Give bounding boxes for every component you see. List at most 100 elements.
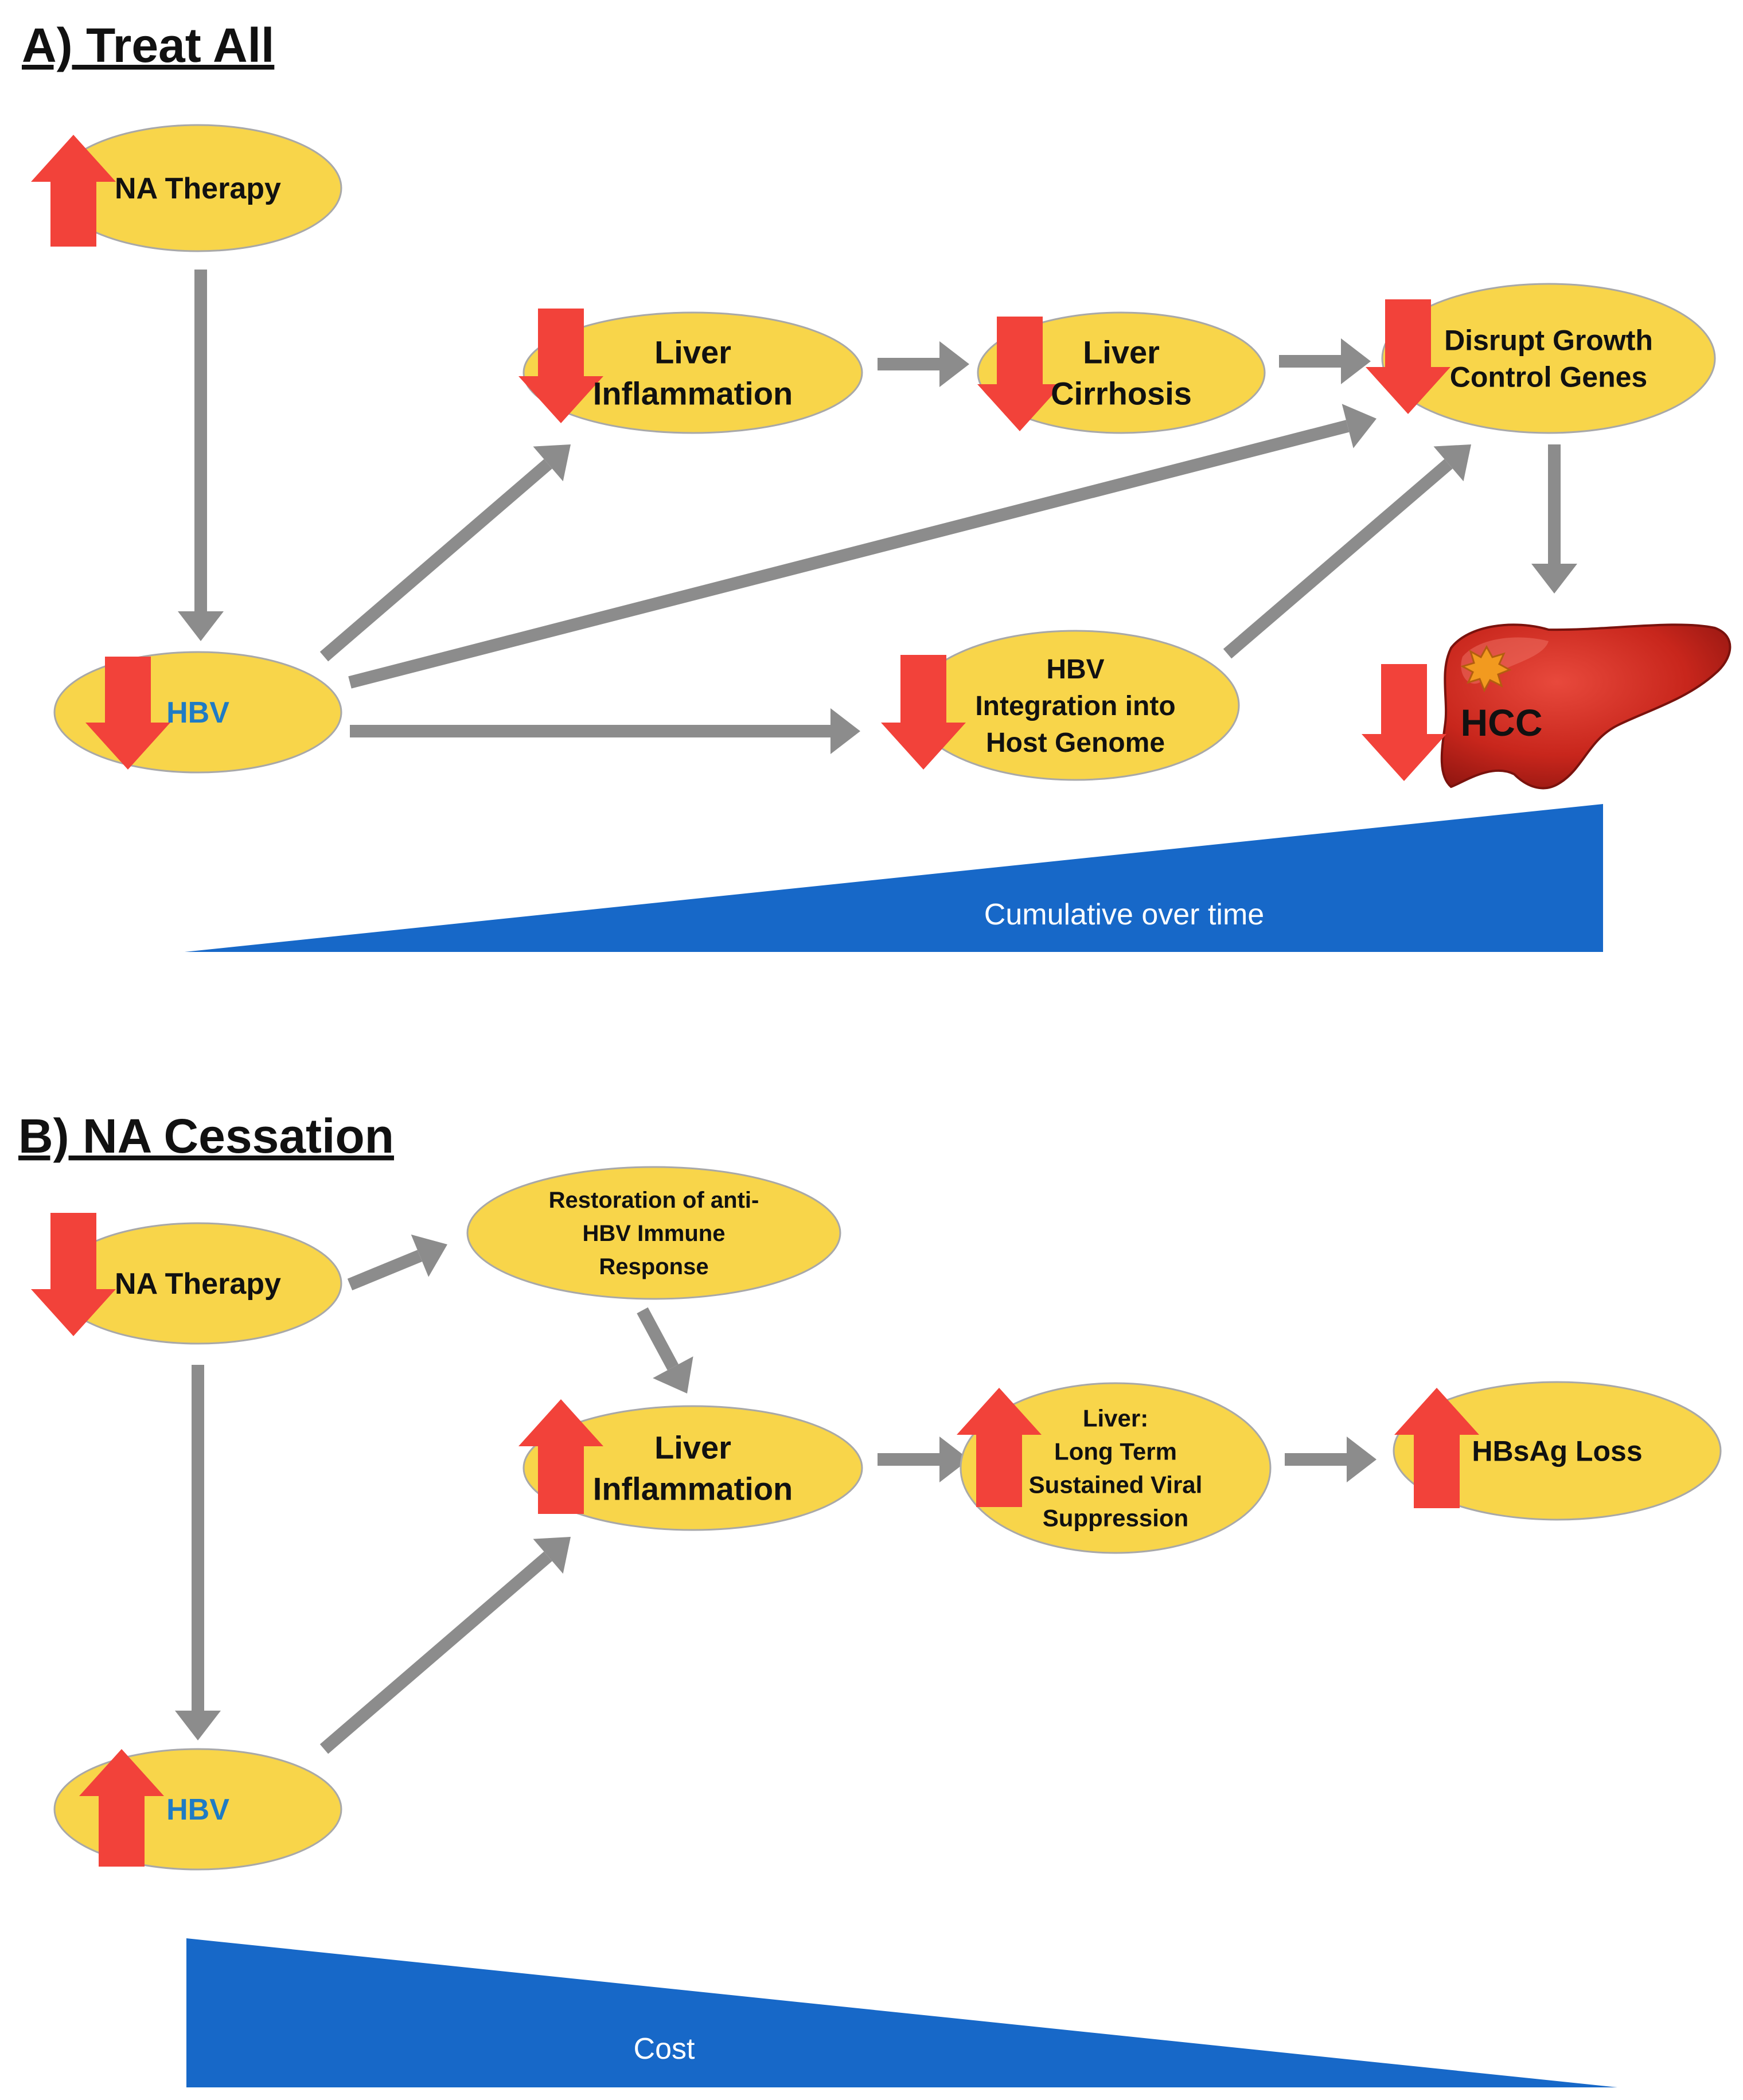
decrease-arrow-icon	[518, 309, 603, 423]
arrow-head	[1433, 444, 1471, 482]
arrow-hbv-to-inflammation	[319, 444, 571, 662]
arrow-shaft	[347, 1250, 423, 1291]
a-hbv-node: HBV	[53, 651, 342, 774]
arrow-hbv-to-inflammation-b	[319, 1537, 571, 1754]
cumulative-over-time-wedge	[185, 804, 1603, 952]
decrease-arrow-icon	[1366, 299, 1450, 414]
b-hbv-node: HBV	[53, 1748, 342, 1871]
arrow-head	[1342, 404, 1377, 448]
decrease-arrow-icon	[31, 1213, 116, 1336]
arrow-head	[533, 1537, 571, 1574]
node-label-line: Control Genes	[1450, 361, 1647, 393]
node-ellipse	[522, 1405, 863, 1531]
arrow-shaft	[348, 420, 1350, 689]
node-label-line: Inflammation	[593, 1471, 793, 1507]
cumulative-wedges: Cumulative over time Cost	[185, 804, 1617, 2087]
arrow-hbv-to-disrupt	[348, 404, 1377, 689]
node-label-line: NA Therapy	[115, 1267, 281, 1301]
cost-wedge	[186, 1938, 1617, 2087]
increase-arrow-icon	[518, 1399, 603, 1514]
liver-shape	[1440, 623, 1732, 790]
increase-arrow-icon	[957, 1388, 1042, 1507]
decrease-arrow-icon	[881, 655, 966, 770]
arrow-shaft	[637, 1307, 679, 1371]
node-label-line: HBV Immune	[583, 1221, 726, 1246]
node-label-line: HBV	[166, 696, 229, 729]
cost-label: Cost	[634, 2032, 695, 2066]
arrow-head	[1347, 1437, 1377, 1482]
arrow-head	[653, 1356, 693, 1394]
node-label-line: Liver:	[1083, 1405, 1148, 1432]
liver-icon	[1440, 623, 1732, 790]
node-label-line: HBsAg Loss	[1472, 1435, 1642, 1467]
node-ellipse	[1381, 283, 1716, 434]
arrow-head	[830, 708, 860, 754]
arrow-restoration-to-inflammation	[637, 1307, 693, 1394]
arrow-inflammation-to-suppression	[878, 1437, 969, 1482]
node-label-line: Liver	[654, 1430, 731, 1466]
node-label-line: Cirrhosis	[1051, 376, 1192, 412]
node-label-line: Liver	[1083, 334, 1160, 370]
node-ellipse	[466, 1166, 841, 1300]
b-na-therapy-node: NA Therapy	[31, 1213, 342, 1345]
arrow-cirrhosis-to-disrupt	[1279, 338, 1371, 384]
arrow-head	[411, 1234, 447, 1277]
node-label-line: Disrupt Growth	[1444, 325, 1653, 357]
node-label-line: HBV	[166, 1793, 229, 1826]
arrow-shaft	[319, 1551, 552, 1754]
node-ellipse	[1393, 1381, 1722, 1521]
arrow-na-therapy-to-hbv	[178, 270, 224, 641]
hcc-label: HCC	[1461, 701, 1543, 744]
arrow-hbv-to-integration	[350, 708, 860, 754]
arrow-na-therapy-to-hbv-b	[175, 1365, 221, 1740]
increase-arrow-icon	[1394, 1388, 1479, 1508]
arrow-na-therapy-to-restoration	[347, 1234, 447, 1291]
arrow-head	[939, 1437, 969, 1482]
node-label-line: Response	[599, 1254, 708, 1279]
node-label-line: Long Term	[1054, 1438, 1177, 1465]
arrow-integration-to-disrupt	[1223, 444, 1471, 659]
increase-arrow-icon	[31, 135, 116, 247]
node-ellipse	[960, 1382, 1272, 1554]
arrow-head	[533, 444, 571, 482]
decrease-arrow-icon	[1362, 664, 1446, 781]
a-na-therapy-node: NA Therapy	[31, 124, 342, 252]
node-label-line: HBV	[1046, 654, 1104, 685]
panel-b-title: B) NA Cessation	[18, 1109, 394, 1163]
node-ellipse	[977, 311, 1266, 434]
arrow-inflammation-to-cirrhosis	[878, 341, 969, 387]
decrease-arrow-icon	[977, 317, 1062, 431]
connector-arrows	[175, 270, 1577, 1754]
arrow-head	[1341, 338, 1371, 384]
node-label-line: Liver	[654, 334, 731, 370]
arrow-shaft	[1223, 459, 1453, 659]
decrease-arrow-icon	[85, 657, 170, 770]
b-hbsag-loss-node: HBsAg Loss	[1393, 1381, 1722, 1521]
cumulative-over-time-label: Cumulative over time	[984, 898, 1264, 931]
node-label-line: Host Genome	[986, 728, 1165, 758]
arrow-disrupt-to-hcc	[1531, 444, 1577, 594]
node-label-line: Integration into	[975, 691, 1175, 721]
arrow-head	[939, 341, 969, 387]
arrow-head	[175, 1711, 221, 1740]
node-label-line: Sustained Viral	[1029, 1471, 1203, 1498]
arrow-head	[178, 611, 224, 641]
arrow-suppression-to-hbsag	[1285, 1437, 1377, 1482]
node-label-line: Inflammation	[593, 376, 793, 412]
panel-a-title: A) Treat All	[22, 18, 274, 72]
arrow-head	[1531, 564, 1577, 594]
increase-arrow-icon	[79, 1749, 164, 1867]
diagram-nodes: NA TherapyHBVLiverInflammationLiverCirrh…	[31, 124, 1722, 1871]
node-label-line: NA Therapy	[115, 172, 281, 205]
node-label-line: Restoration of anti-	[549, 1188, 759, 1213]
node-label-line: Suppression	[1043, 1505, 1188, 1532]
a-hcc-node: HCC	[1362, 664, 1543, 781]
arrow-shaft	[319, 459, 552, 662]
